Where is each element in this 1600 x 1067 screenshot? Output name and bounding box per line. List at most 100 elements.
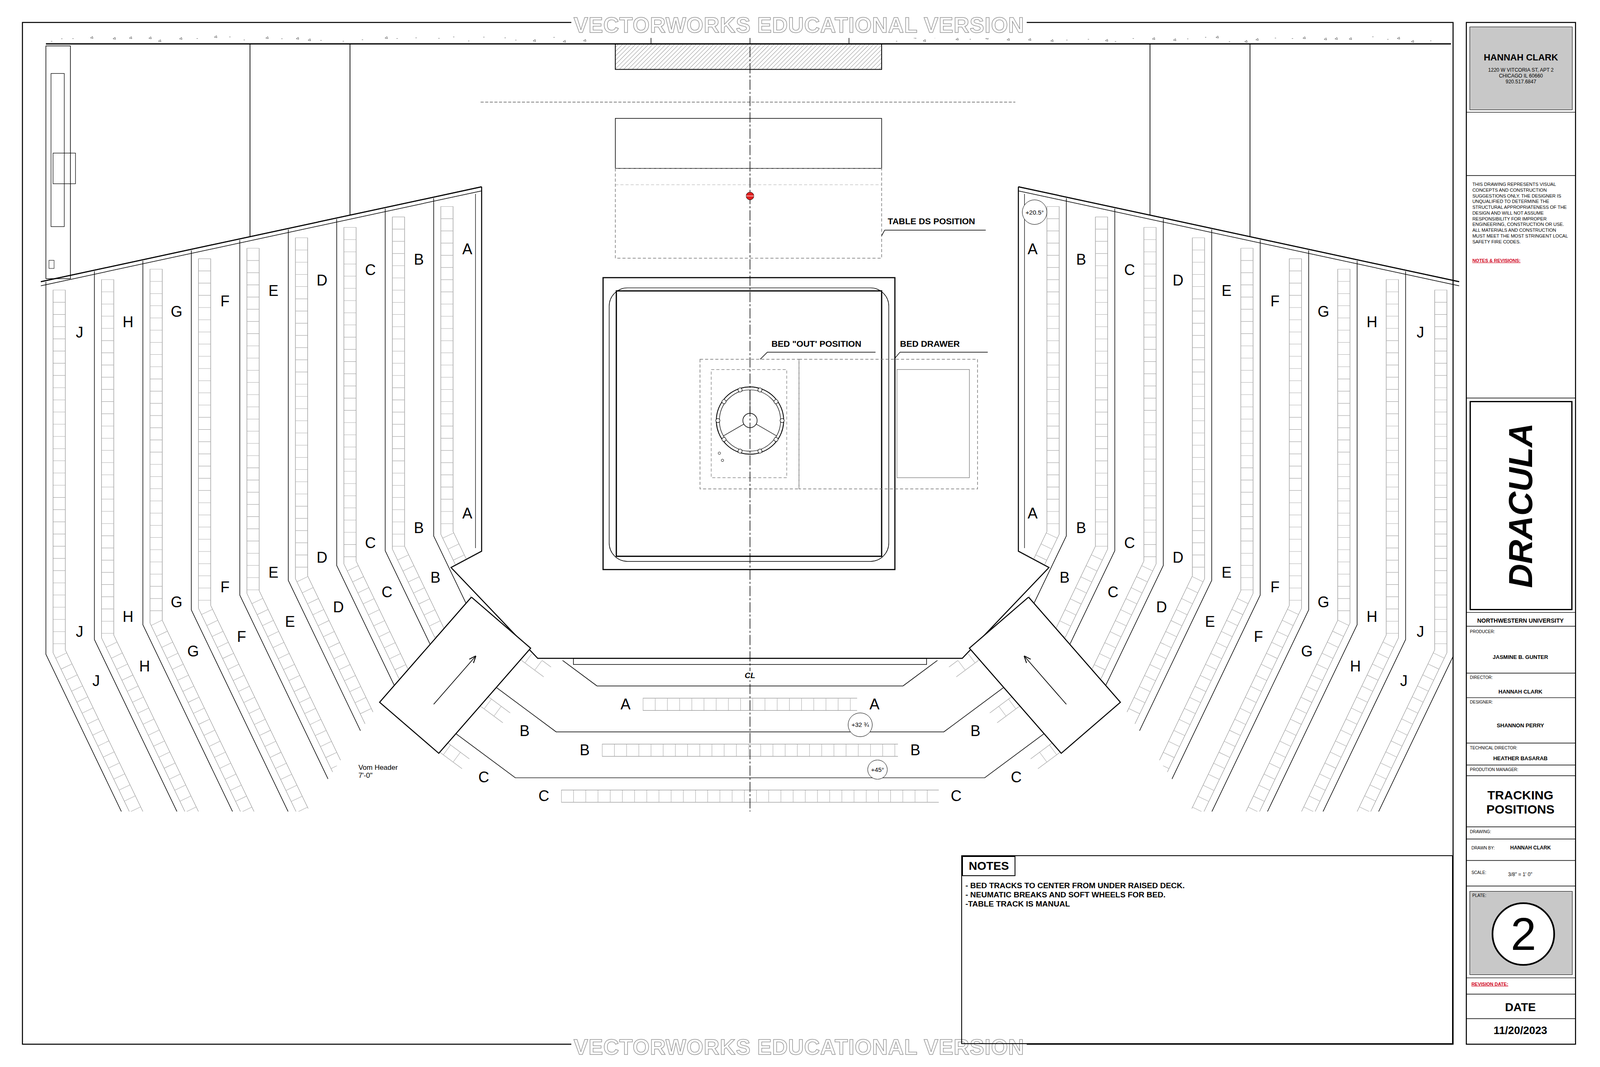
- dimension-callout: +32 ¾: [847, 712, 873, 737]
- title-field: HANNAH CLARK: [1510, 845, 1551, 851]
- wall-mark: [1244, 40, 1248, 43]
- row-letter: D: [316, 271, 328, 289]
- seat-divisions: [1148, 258, 1296, 812]
- designer-box-text: 1220 W VITCORIA ST, APT 2 CHICAGO IL 606…: [1483, 67, 1559, 85]
- small-mark: [721, 459, 724, 462]
- field-caption: DESIGNER:: [1470, 699, 1493, 705]
- wall-mark: [1302, 36, 1306, 39]
- seat-row-edge: [101, 279, 235, 811]
- row-letter: D: [332, 598, 344, 616]
- seat-row-edge: [1142, 258, 1290, 812]
- wall-mark: [1255, 38, 1259, 41]
- wall-mark: [533, 39, 536, 42]
- bed-caster: [757, 448, 763, 453]
- field-caption: PRODUCER:: [1470, 629, 1495, 635]
- drawing-title: TRACKING POSITIONS: [1468, 787, 1573, 817]
- seat-row-edge: [1309, 290, 1435, 812]
- designer-box-text: HANNAH CLARK: [1483, 52, 1558, 63]
- raised-deck: [602, 277, 895, 570]
- seat-row-edge: [1154, 258, 1302, 812]
- row-letter: F: [1253, 627, 1263, 645]
- table-ds-position: [615, 168, 882, 259]
- row-riser: [45, 281, 173, 812]
- row-letter: J: [92, 672, 100, 690]
- seating: [45, 197, 1453, 812]
- row-riser: [1271, 271, 1406, 812]
- row-letter: G: [1301, 642, 1313, 660]
- seat-row-edge: [1254, 279, 1387, 811]
- callout-label: BED DRAWER: [900, 338, 960, 349]
- show-title-box: DRACULA: [1469, 400, 1573, 610]
- bed-out-position: [700, 359, 800, 489]
- row-riser: [94, 271, 229, 812]
- watermark: VECTORWORKS EDUCATIONAL VERSION: [571, 1034, 1028, 1060]
- bed-caster: [715, 418, 720, 423]
- title-block-rule: [1466, 1017, 1576, 1019]
- row-letter: F: [237, 627, 247, 645]
- seat-row-edge: [1098, 247, 1253, 812]
- wall-mark: [1215, 35, 1219, 38]
- show-title-box-text: DRACULA: [1501, 423, 1540, 589]
- disclaimer-panel: THIS DRAWING REPRESENTS VISUAL CONCEPTS …: [1467, 177, 1575, 396]
- wall-mark: [1324, 37, 1327, 40]
- seat-row-edge: [865, 206, 1047, 812]
- notes-box-text: NOTES: [962, 855, 1016, 876]
- wall-mark: [504, 37, 506, 38]
- title-block-rule: [1466, 625, 1576, 627]
- designer-box: HANNAH CLARK 1220 W VITCORIA ST, APT 2 CH…: [1469, 26, 1573, 111]
- callout-label: BED "OUT' POSITION: [771, 338, 862, 349]
- date-heading: DATE: [1505, 1000, 1536, 1014]
- row-letter: B: [413, 519, 424, 537]
- wall-mark: [243, 39, 245, 40]
- row-letter: F: [1270, 292, 1280, 310]
- right-seating: [865, 197, 1453, 812]
- notes-box-text: - NEUMATIC BREAKS AND SOFT WHEELS FOR BE…: [965, 890, 1453, 900]
- side-wall: [1249, 43, 1251, 237]
- disclaimer-panel-text: THIS DRAWING REPRESENTS VISUAL CONCEPTS …: [1472, 181, 1570, 245]
- wall-mark: [342, 40, 344, 42]
- wall-mark: [1335, 37, 1338, 40]
- wall-mark: [72, 38, 74, 39]
- wall-mark: [281, 38, 283, 39]
- row-letter: D: [1156, 598, 1168, 616]
- row-letter: H: [122, 608, 134, 626]
- wall-mark: [229, 36, 231, 38]
- wall-mark: [1066, 40, 1068, 41]
- stair-unit: [50, 73, 65, 227]
- title-block-rule: [1466, 175, 1576, 176]
- title-block-rule: [1466, 764, 1576, 765]
- seat-row-edge: [1087, 247, 1241, 812]
- wall-mark: [1115, 41, 1117, 42]
- vom-note: Vom Header 7'-0": [357, 763, 404, 780]
- seat-divisions: [107, 279, 240, 811]
- angle-callout: +45°: [867, 759, 888, 780]
- row-letter: E: [1221, 282, 1232, 300]
- side-wall: [249, 43, 251, 237]
- wall-mark: [1349, 37, 1352, 40]
- date-value: 11/20/2023: [1493, 1024, 1548, 1038]
- seat-row-edge: [52, 290, 180, 812]
- wall-mark: [179, 37, 183, 40]
- row-letter: B: [1059, 568, 1070, 586]
- row-letter: D: [1172, 549, 1184, 567]
- dimension-callout-text: +32 ¾: [851, 720, 869, 728]
- seat-row-edge: [113, 279, 246, 811]
- seat-row-edge: [1198, 268, 1338, 812]
- wall-mark: [583, 39, 586, 42]
- bed-drawer: [799, 359, 978, 489]
- row-letter: C: [1124, 261, 1135, 279]
- wall-mark: [158, 39, 161, 42]
- leader-line: [760, 352, 876, 360]
- seat-divisions: [204, 258, 352, 812]
- centerline: [749, 47, 750, 812]
- wall-mark: [1050, 39, 1054, 42]
- wall-mark: [1105, 39, 1108, 42]
- seat-row-edge: [247, 247, 402, 812]
- row-letter: J: [1416, 324, 1425, 342]
- row-letter: E: [1205, 612, 1215, 630]
- wall-mark: [296, 37, 299, 40]
- plate-box: PLATE:2: [1469, 890, 1573, 975]
- seat-divisions: [252, 247, 408, 812]
- title-block-rule: [1466, 697, 1576, 698]
